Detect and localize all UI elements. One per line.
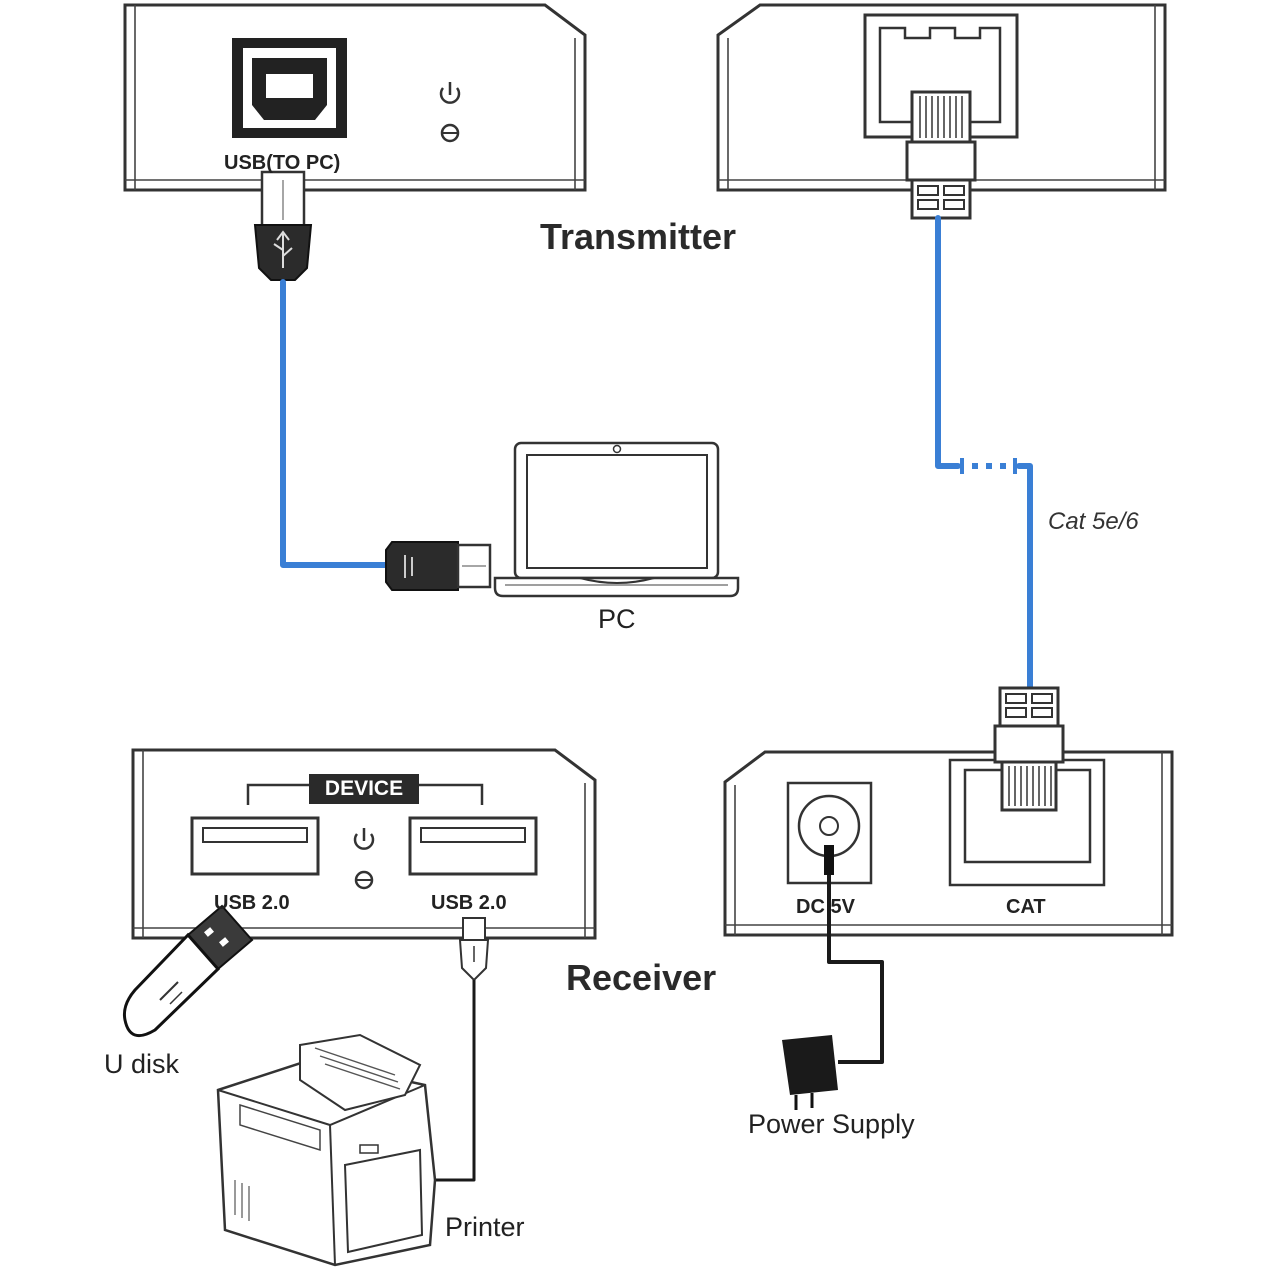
cat-label: CAT [1006,896,1046,918]
cat-cable [935,215,1033,693]
u-disk-label: U disk [104,1049,180,1079]
dc-5v-label: DC 5V [796,896,855,918]
power-cable [824,845,884,1064]
pc-label: PC [598,604,636,634]
transmitter-title: Transmitter [540,216,737,257]
usb-a-port-1-icon [190,816,320,876]
laptop-icon [493,441,740,598]
led-icon [440,123,460,143]
receiver-power-icon [353,828,375,850]
power-icon [439,82,461,104]
printer-usb-plug-icon [458,917,490,982]
usb-2-0-label-1: USB 2.0 [214,892,290,914]
usb-plug-icon [253,170,313,281]
usb-2-0-label-2: USB 2.0 [431,892,507,914]
usb-to-pc-label: USB(TO PC) [224,152,341,174]
usb-plug-pc-icon [385,541,492,591]
cable-type-label: Cat 5e/6 [1048,508,1139,535]
receiver-title: Receiver [566,957,717,998]
device-header: DEVICE [309,774,419,804]
power-supply-label: Power Supply [748,1109,915,1139]
power-adapter-icon [782,1035,838,1110]
printer-cable [435,980,476,1182]
usb-b-port-icon [232,38,347,138]
printer-label: Printer [445,1212,525,1242]
receiver-led-icon [354,870,374,890]
transmitter-usb-panel [123,3,587,192]
usb-cable [280,279,398,568]
receiver-rj45-plug-icon [993,686,1065,812]
usb-flash-drive-icon [123,904,254,1038]
rj45-plug-icon [905,90,977,220]
printer-icon [216,1033,437,1267]
usb-a-port-2-icon [408,816,538,876]
